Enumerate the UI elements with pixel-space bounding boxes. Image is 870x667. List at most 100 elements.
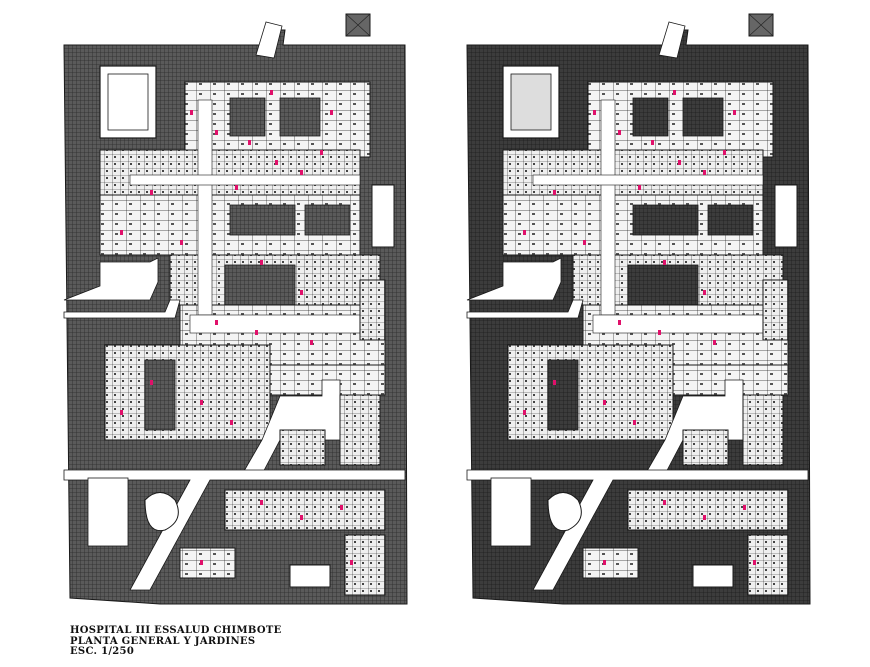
red-annotation	[743, 505, 746, 510]
red-annotation	[663, 260, 666, 265]
red-annotation	[190, 110, 193, 115]
courtyard	[224, 264, 296, 306]
red-annotation	[300, 290, 303, 295]
red-annotation	[200, 400, 203, 405]
north-marker-cross	[748, 13, 774, 37]
courtyard	[682, 97, 724, 137]
courtyard	[547, 359, 579, 431]
red-annotation	[633, 420, 636, 425]
plan-left	[63, 13, 408, 605]
east-annex	[371, 184, 395, 248]
red-annotation	[723, 150, 726, 155]
red-annotation	[300, 170, 303, 175]
red-annotation	[678, 160, 681, 165]
courtyard	[632, 204, 699, 236]
red-annotation	[593, 110, 596, 115]
south-plaza	[490, 477, 532, 547]
garden-island	[547, 492, 582, 532]
red-annotation	[215, 130, 218, 135]
drawing-subtitle: PLANTA GENERAL Y JARDINES	[70, 635, 256, 647]
south-building	[224, 489, 386, 531]
red-annotation	[753, 560, 756, 565]
red-annotation	[603, 400, 606, 405]
red-annotation	[330, 110, 333, 115]
red-annotation	[150, 190, 153, 195]
red-annotation	[553, 380, 556, 385]
red-annotation	[270, 90, 273, 95]
red-annotation	[300, 515, 303, 520]
red-annotation	[713, 340, 716, 345]
plan-right	[466, 13, 811, 605]
east-block	[339, 394, 381, 466]
building-wing	[184, 81, 371, 158]
red-annotation	[310, 340, 313, 345]
red-annotation	[260, 260, 263, 265]
building-wing	[104, 344, 271, 441]
red-annotation	[703, 290, 706, 295]
building-wing	[507, 344, 674, 441]
red-annotation	[663, 500, 666, 505]
north-marker-cross	[345, 13, 371, 37]
red-annotation	[230, 420, 233, 425]
courtyard	[229, 204, 296, 236]
red-annotation	[275, 160, 278, 165]
building-wing	[502, 149, 764, 196]
red-annotation	[703, 515, 706, 520]
red-annotation	[340, 505, 343, 510]
red-annotation	[200, 560, 203, 565]
red-annotation	[618, 130, 621, 135]
red-annotation	[150, 380, 153, 385]
red-annotation	[703, 170, 706, 175]
red-annotation	[523, 230, 526, 235]
east-wing	[762, 279, 789, 341]
red-annotation	[248, 140, 251, 145]
courtyard	[279, 97, 321, 137]
east-annex	[774, 184, 798, 248]
courtyard	[304, 204, 351, 236]
access-road-lower	[466, 299, 584, 319]
building-wing	[99, 149, 361, 196]
red-annotation	[120, 410, 123, 415]
entrance-ramp	[658, 21, 686, 59]
service-building-inner	[510, 73, 552, 131]
north-corridor	[532, 174, 764, 186]
red-annotation	[350, 560, 353, 565]
access-road	[466, 257, 562, 301]
red-annotation	[651, 140, 654, 145]
red-annotation	[180, 240, 183, 245]
red-annotation	[215, 320, 218, 325]
east-wing	[359, 279, 386, 341]
red-annotation	[673, 90, 676, 95]
red-annotation	[583, 240, 586, 245]
drawing-title: HOSPITAL III ESSALUD CHIMBOTE	[70, 625, 282, 636]
red-annotation	[658, 330, 661, 335]
red-annotation	[553, 190, 556, 195]
drawing-scale: ESC. 1/250	[70, 646, 135, 657]
south-pavilion	[179, 547, 236, 579]
south-kiosk	[289, 564, 331, 588]
south-kiosk	[692, 564, 734, 588]
courtyard	[627, 264, 699, 306]
red-annotation	[260, 500, 263, 505]
south-building	[627, 489, 789, 531]
garden-island	[144, 492, 179, 532]
red-annotation	[235, 185, 238, 190]
main-corridor	[600, 99, 616, 316]
courtyard	[229, 97, 266, 137]
red-annotation	[638, 185, 641, 190]
east-block	[742, 394, 784, 466]
building-wing	[587, 81, 774, 158]
south-pavilion	[582, 547, 639, 579]
south-plaza	[87, 477, 129, 547]
entrance-ramp	[255, 21, 283, 59]
red-annotation	[320, 150, 323, 155]
garden-building	[279, 429, 326, 466]
service-building-inner	[107, 73, 149, 131]
courtyard	[632, 97, 669, 137]
access-road-lower	[63, 299, 181, 319]
red-annotation	[733, 110, 736, 115]
garden-building	[682, 429, 729, 466]
red-annotation	[618, 320, 621, 325]
north-corridor	[129, 174, 361, 186]
